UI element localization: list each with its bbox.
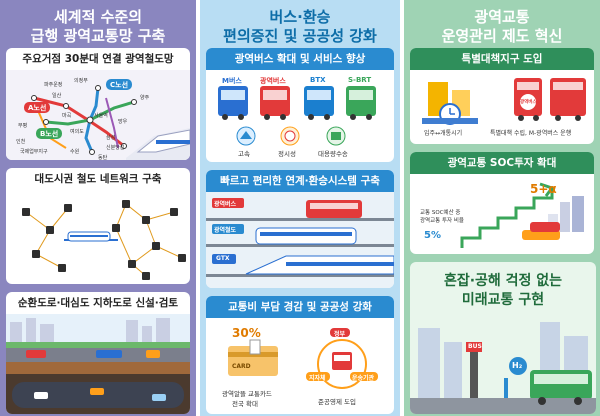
fare-card-title: 교통비 부담 경감 및 공공성 강화 [206, 296, 394, 318]
a-line-badge: A노선 [28, 104, 47, 112]
station-songdo: 국제업무지구 [20, 149, 48, 155]
fare-illustration [228, 328, 378, 389]
c-line-badge: C노선 [110, 81, 129, 89]
future-city-illustration [410, 322, 596, 414]
rail-map-card: 주요거점 30분대 연결 광역철도망 [6, 48, 190, 160]
b-line-badge: B노선 [40, 130, 59, 138]
station-sinbundang: 신분당선 [106, 145, 125, 151]
transfer-illustration [206, 192, 394, 288]
special-district-card: 특별대책지구 도입 광역버스 입주↔개통시기 특별대책 수립, M-광역버스 운… [410, 48, 594, 144]
bus-label-btx: BTX [310, 76, 326, 84]
tag-operator: 운송기관 [352, 375, 375, 382]
icon-caption-capacity: 대용량수송 [318, 150, 348, 158]
fare-caption-line2: 전국 확대 [232, 400, 258, 408]
station-bupyeong: 부평 [18, 123, 28, 129]
soc-desc-line2: 광역교통 투자 비율 [420, 218, 464, 224]
column-title-line2: 편의증진 및 공공성 강화 [223, 27, 377, 45]
rail-map-card-title: 주요거점 30분대 연결 광역철도망 [22, 53, 174, 65]
future-title-line2: 미래교통 구현 [461, 292, 545, 308]
bus-label-m: M버스 [222, 77, 242, 85]
column-title: 광역교통 운영관리 제도 혁신 [404, 8, 600, 46]
column-rail-network: 세계적 수준의 급행 광역교통망 구축 주요거점 30분대 연결 광역철도망 [0, 0, 196, 416]
bus-service-card-title: 광역버스 확대 및 서비스 향상 [206, 48, 394, 70]
column-title-line2: 급행 광역교통망 구축 [30, 27, 166, 45]
station-incheon: 인천 [16, 139, 26, 145]
transfer-system-card-title: 빠르고 편리한 연계·환승시스템 구축 [206, 170, 394, 192]
future-transport-panel: 혼잡·공해 걱정 없는 미래교통 구현 BUS H₂ [410, 262, 596, 414]
sign-gtx: GTX [216, 255, 230, 262]
icon-caption-punctuality: 정시성 [278, 150, 296, 158]
station-paju: 파주운정 [44, 82, 63, 88]
underground-road-card-title: 순환도로·대심도 지하도로 신설·검토 [17, 297, 179, 309]
underground-road-card: 순환도로·대심도 지하도로 신설·검토 [6, 292, 190, 414]
network-card: 대도시권 철도 네트워크 구축 [6, 168, 190, 284]
station-dongtan: 동탄 [98, 155, 108, 160]
soc-investment-card-title: 광역교통 SOC투자 확대 [410, 152, 594, 174]
soc-desc-line1: 교통 SOC예산 중 [420, 210, 461, 216]
station-mangu: 망우 [118, 119, 128, 125]
rail-map-illustration [6, 70, 190, 160]
soc-investment-card: 광역교통 SOC투자 확대 5+α 5% 교통 SOC예산 중 광역교통 투자 … [410, 152, 594, 254]
discount-percent: 30% [232, 326, 261, 340]
fare-caption-line1: 광역알뜰 교통카드 [222, 390, 272, 398]
bus-label-sbrt: S-BRT [348, 76, 372, 84]
station-samseong: 삼성 [106, 135, 116, 141]
special-district-card-title: 특별대책지구 도입 [410, 48, 594, 70]
card-word: CARD [232, 363, 251, 370]
column-title: 버스·환승 편의증진 및 공공성 강화 [200, 8, 400, 46]
station-magok: 마곡 [62, 113, 72, 119]
growth-target: 5+α [530, 182, 557, 196]
station-seoul: 서울역 [94, 113, 108, 119]
future-title-line1: 혼잡·공해 걱정 없는 [443, 273, 563, 289]
network-illustration [22, 200, 186, 280]
station-uijeongbu: 의정부 [74, 78, 88, 84]
special-district-left-caption: 입주↔개통시기 [424, 130, 463, 137]
column-title-line2: 운영관리 제도 혁신 [441, 27, 563, 45]
transfer-system-card: 빠르고 편리한 연계·환승시스템 구축 광역버스 광역철도 GTX [206, 170, 394, 288]
semi-public-caption: 준공영제 도입 [318, 398, 356, 406]
special-district-right-caption: 특별대책 수립, M-광역버스 운행 [490, 130, 572, 137]
fare-card: 교통비 부담 경감 및 공공성 강화 30% CARD 광역알뜰 교통카드 전국… [206, 296, 394, 414]
column-title-line1: 버스·환승 [269, 8, 331, 26]
bus-illustration [218, 86, 376, 146]
road-illustration [6, 314, 190, 414]
bus-label-express: 광역버스 [260, 77, 286, 85]
base-percent: 5% [424, 230, 441, 241]
special-district-illustration [422, 78, 586, 125]
station-yeouido: 여의도 [70, 129, 84, 135]
column-title: 세계적 수준의 급행 광역교통망 구축 [0, 8, 196, 46]
soc-illustration [460, 182, 584, 248]
bus-tag: 광역버스 [520, 100, 537, 105]
future-panel-title: 혼잡·공해 걱정 없는 미래교통 구현 [410, 272, 596, 310]
network-card-title: 대도시권 철도 네트워크 구축 [34, 173, 162, 185]
sign-express-rail: 광역철도 [214, 227, 237, 234]
station-yangju: 양주 [140, 95, 150, 101]
station-ilsan: 일산 [52, 93, 62, 99]
column-bus-transfer: 버스·환승 편의증진 및 공공성 강화 광역버스 확대 및 서비스 향상 [200, 0, 400, 416]
station-suwon: 수원 [70, 149, 80, 155]
column-title-line1: 광역교통 [474, 8, 530, 26]
icon-caption-speed: 고속 [238, 150, 250, 158]
bus-stop-sign: BUS [468, 343, 482, 350]
bus-service-card: 광역버스 확대 및 서비스 향상 M버스 [206, 48, 394, 162]
tag-government: 정부 [334, 331, 346, 338]
hydrogen-icon: H₂ [512, 361, 523, 370]
column-title-line1: 세계적 수준의 [53, 8, 143, 26]
sign-express-bus: 광역버스 [214, 201, 237, 208]
tag-local-gov: 지자체 [309, 375, 326, 382]
